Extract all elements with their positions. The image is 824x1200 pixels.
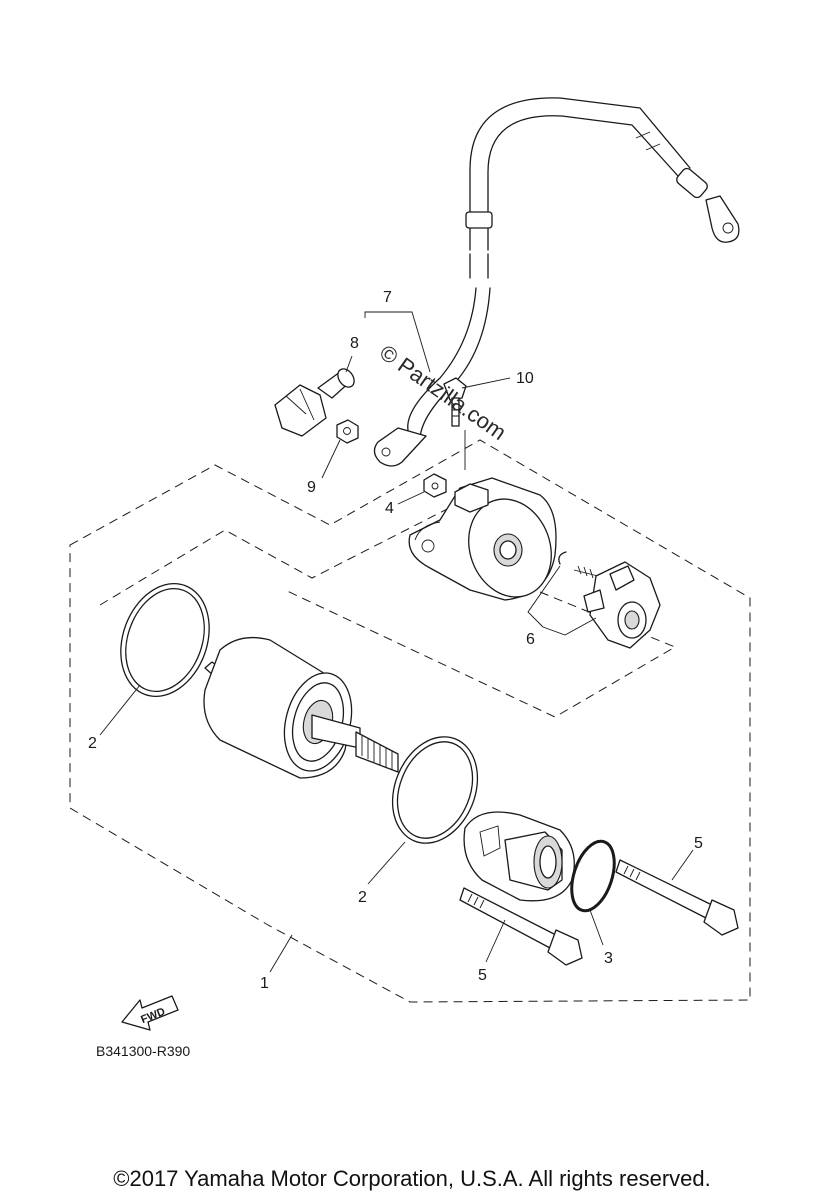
through-bolt-right	[615, 859, 739, 936]
o-ring-small	[570, 839, 616, 913]
starter-cable	[373, 97, 740, 467]
o-ring-upper	[120, 582, 210, 698]
callout-3: 3	[604, 950, 613, 967]
nut-part-4	[423, 473, 447, 498]
callout-8: 8	[350, 335, 359, 352]
callout-10: 10	[516, 370, 534, 387]
callout-2-middle: 2	[358, 889, 367, 906]
diagram-code: B341300-R390	[96, 1043, 190, 1059]
rear-housing	[408, 477, 557, 601]
snap-clip	[558, 551, 567, 565]
callout-9: 9	[307, 479, 316, 496]
copyright-notice: ©2017 Yamaha Motor Corporation, U.S.A. A…	[113, 1166, 711, 1191]
o-ring-middle	[391, 736, 479, 844]
callout-1: 1	[260, 975, 269, 992]
front-cover	[463, 811, 575, 902]
terminal-cover-boot	[274, 368, 355, 437]
terminal-bolt-part-10	[443, 377, 467, 427]
callout-leaders	[99, 311, 694, 973]
assembly-boundary-inner	[99, 504, 677, 718]
callout-6: 6	[526, 631, 535, 648]
callout-4: 4	[385, 500, 394, 517]
callout-5-right: 5	[694, 835, 703, 852]
callout-7: 7	[383, 289, 392, 306]
callout-5-left: 5	[478, 967, 487, 984]
through-bolt-left	[459, 887, 583, 966]
brush-holder-part-6	[573, 561, 661, 649]
callout-2-upper: 2	[88, 735, 97, 752]
starter-motor-yoke	[203, 636, 399, 779]
fwd-arrow-icon: FWD	[121, 995, 179, 1031]
nut-part-9	[336, 419, 359, 444]
assembly-boundary-outer	[69, 439, 751, 1003]
